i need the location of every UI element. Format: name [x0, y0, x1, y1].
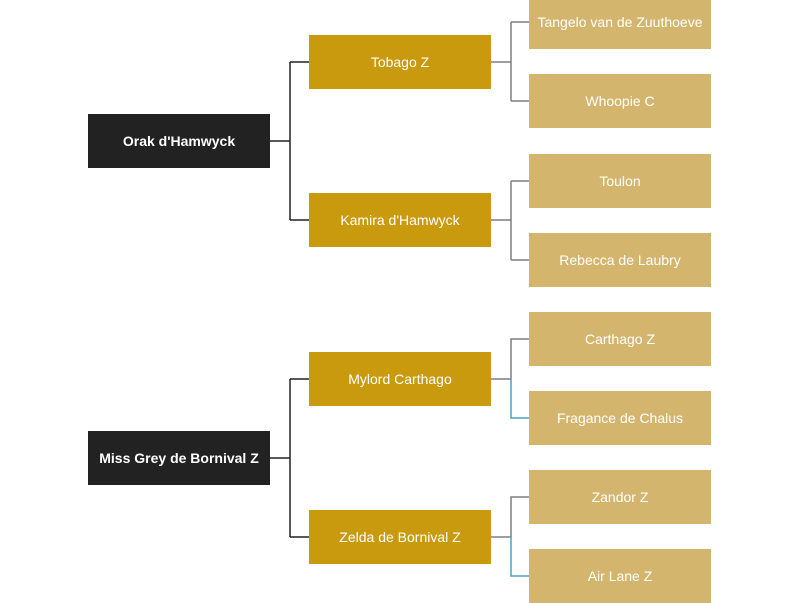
connector-missgrey-parents — [270, 378, 309, 538]
connector-orak-parents — [270, 61, 309, 221]
granddam-air-lane-z: Air Lane Z — [529, 549, 711, 603]
grandsire-zandor-z: Zandor Z — [529, 470, 711, 524]
granddam-whoopie-c: Whoopie C — [529, 74, 711, 128]
sire-mylord-carthago: Mylord Carthago — [309, 352, 491, 406]
connector-mylord-sire — [491, 338, 529, 380]
sire-tobago-z: Tobago Z — [309, 35, 491, 89]
grandsire-tangelo: Tangelo van de Zuuthoeve — [529, 0, 711, 49]
connector-zelda-dam — [510, 537, 529, 577]
horse-miss-grey-de-bornival-z: Miss Grey de Bornival Z — [88, 431, 270, 485]
granddam-fragance-de-chalus: Fragance de Chalus — [529, 391, 711, 445]
grandsire-toulon: Toulon — [529, 154, 711, 208]
connector-zelda-sire — [491, 496, 529, 538]
dam-zelda-de-bornival-z: Zelda de Bornival Z — [309, 510, 491, 564]
connector-tobago-parents — [491, 21, 529, 102]
dam-kamira-dhamwyck: Kamira d'Hamwyck — [309, 193, 491, 247]
horse-orak-dhamwyck: Orak d'Hamwyck — [88, 114, 270, 168]
connector-kamira-parents — [491, 180, 529, 261]
connector-mylord-dam — [510, 379, 529, 419]
grandsire-carthago-z: Carthago Z — [529, 312, 711, 366]
granddam-rebecca-de-laubry: Rebecca de Laubry — [529, 233, 711, 287]
